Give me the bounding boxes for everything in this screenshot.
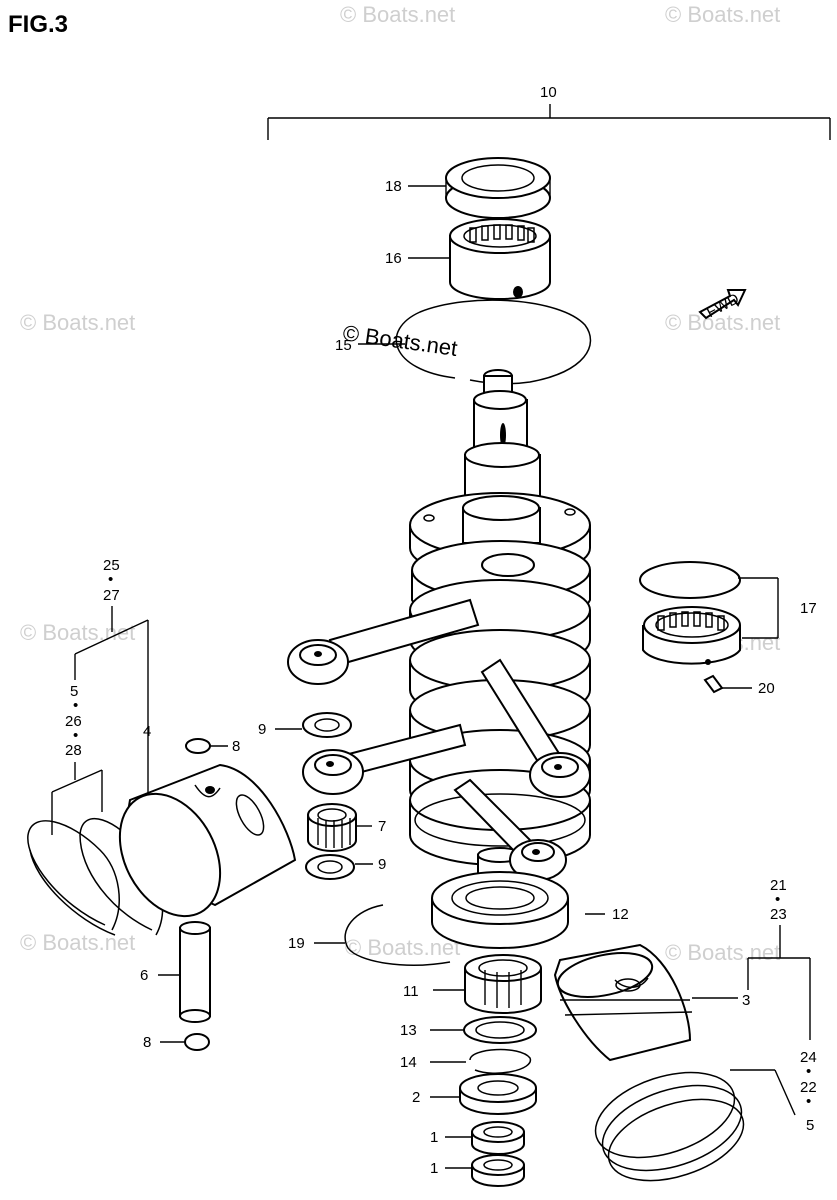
callout-10: 10 <box>540 84 557 101</box>
watermark: © Boats.net <box>340 2 455 27</box>
piston-3: 3 <box>553 943 750 1062</box>
watermark: © Boats.net <box>665 2 780 27</box>
watermark: © Boats.net <box>20 930 135 955</box>
pin-20: 20 <box>703 674 775 697</box>
callout-stack-left: 25 • 27 5 • 26 • 28 4 <box>51 557 151 835</box>
clip-8-upper: 8 <box>185 738 240 755</box>
callout-25: 25 <box>103 557 120 574</box>
figure-title: FIG.3 <box>8 11 68 38</box>
clip-8-lower: 8 <box>143 1033 210 1051</box>
callout-20: 20 <box>758 680 775 697</box>
callout-26: 26 <box>65 713 82 730</box>
needle-bearing-7: 7 <box>307 803 386 852</box>
connecting-rods <box>287 598 591 881</box>
ball-bearing-12: 12 <box>431 871 629 949</box>
oil-seal-18: 18 <box>385 157 551 219</box>
upper-bearing-16: 16 <box>385 218 551 300</box>
callout-17: 17 <box>800 600 817 617</box>
callout-19: 19 <box>288 935 305 952</box>
watermark: © Boats.net <box>665 940 780 965</box>
callout-9-lower: 9 <box>378 856 386 873</box>
needle-bearing-11: 11 <box>403 954 542 1014</box>
watermark: © Boats.net <box>665 310 780 335</box>
callout-23: 23 <box>770 906 787 923</box>
seal-2: 2 <box>412 1073 537 1115</box>
washer-9-upper: 9 <box>258 712 352 738</box>
snap-ring-15: 15 <box>335 299 592 385</box>
callout-22-dot: • <box>806 1093 811 1110</box>
callout-25-dot: • <box>108 571 113 588</box>
callout-13: 13 <box>400 1022 417 1039</box>
callout-stack-right: 21 • 23 24 • 22 • 5 <box>730 877 817 1134</box>
callout-1-upper: 1 <box>430 1129 438 1146</box>
callout-5: 5 <box>70 683 78 700</box>
piston-4 <box>118 720 297 918</box>
callout-5-right: 5 <box>806 1117 814 1134</box>
seal-1-upper: 1 <box>430 1121 525 1155</box>
watermark: © Boats.net <box>345 935 460 960</box>
watermark: © Boats.net <box>20 310 135 335</box>
callout-21: 21 <box>770 877 787 894</box>
callout-22: 22 <box>800 1079 817 1096</box>
callout-2: 2 <box>412 1089 420 1106</box>
callout-28: 28 <box>65 742 82 759</box>
bearing-rollers <box>469 224 535 243</box>
bearing-17: 17 <box>639 561 817 665</box>
callout-15: 15 <box>335 337 352 354</box>
callout-3: 3 <box>742 992 750 1009</box>
callout-8-lower: 8 <box>143 1034 151 1051</box>
washer-13: 13 <box>400 1016 537 1044</box>
callout-12: 12 <box>612 906 629 923</box>
callout-21-dot: • <box>775 891 780 908</box>
callout-14: 14 <box>400 1054 417 1071</box>
callout-16: 16 <box>385 250 402 267</box>
seal-1-lower: 1 <box>430 1154 525 1187</box>
callout-9-upper: 9 <box>258 721 266 738</box>
callout-1-lower: 1 <box>430 1160 438 1177</box>
callout-24: 24 <box>800 1049 817 1066</box>
piston-pin-6: 6 <box>140 921 211 1023</box>
washer-9-lower: 9 <box>305 854 386 880</box>
snap-ring-19: 19 <box>288 904 451 966</box>
piston-rings-right <box>594 1071 745 1182</box>
callout-18: 18 <box>385 178 402 195</box>
callout-7: 7 <box>378 818 386 835</box>
callout-4: 4 <box>143 723 151 740</box>
callout-27: 27 <box>103 587 120 604</box>
snap-ring-14: 14 <box>400 1048 531 1074</box>
callout-5-dot: • <box>73 697 78 714</box>
callout-24-dot: • <box>806 1063 811 1080</box>
watermark: © Boats.net <box>20 620 135 645</box>
callout-6: 6 <box>140 967 148 984</box>
callout-11: 11 <box>403 983 419 1000</box>
callout-8-upper: 8 <box>232 738 240 755</box>
callout-26-dot: • <box>73 727 78 744</box>
bracket-10: 10 <box>267 84 831 140</box>
